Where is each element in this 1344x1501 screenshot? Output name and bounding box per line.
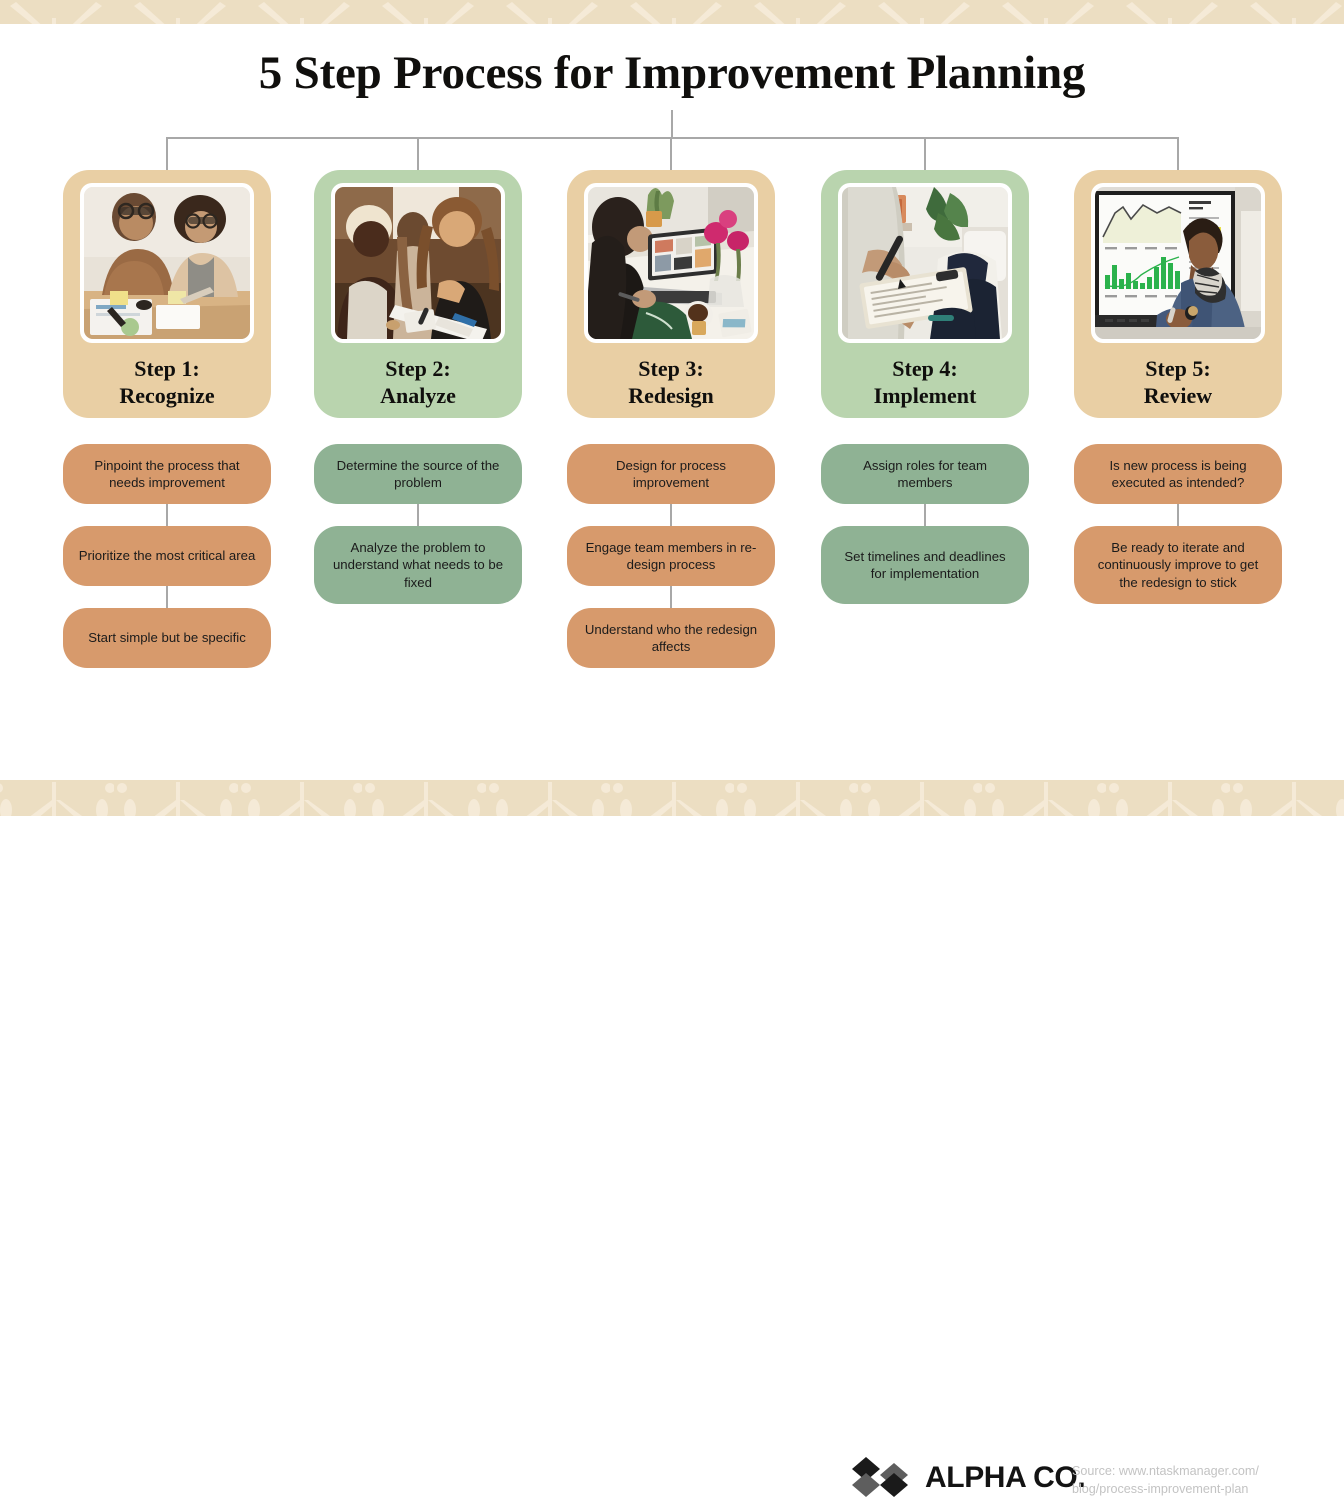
step-column-2: Step 2: Analyze Determine the source of … bbox=[314, 170, 522, 626]
pill-connector-3b bbox=[670, 586, 672, 608]
photo-person-writing-on-clipboard bbox=[842, 187, 1008, 339]
column-drop-line-4 bbox=[924, 137, 926, 172]
step-label-2-line1: Step 2: bbox=[385, 356, 451, 381]
detail-pill-5-2[interactable]: Be ready to iterate and continuously imp… bbox=[1074, 526, 1282, 604]
photo-man-reviewing-dashboard-charts bbox=[1095, 187, 1261, 339]
photo-two-colleagues-reviewing-documents bbox=[84, 187, 250, 339]
step-label-1: Step 1: Recognize bbox=[63, 355, 271, 409]
step-label-2: Step 2: Analyze bbox=[314, 355, 522, 409]
band-leaf-pattern-top bbox=[0, 0, 1344, 24]
step-label-3: Step 3: Redesign bbox=[567, 355, 775, 409]
step-label-4: Step 4: Implement bbox=[821, 355, 1029, 409]
pill-connector-2a bbox=[417, 504, 419, 526]
photo-frame-2 bbox=[331, 183, 505, 343]
detail-pill-4-2[interactable]: Set timelines and deadlines for implemen… bbox=[821, 526, 1029, 604]
step-details-2: Determine the source of the problem Anal… bbox=[314, 444, 522, 604]
step-details-1: Pinpoint the process that needs improvem… bbox=[63, 444, 271, 668]
step-details-4: Assign roles for team members Set timeli… bbox=[821, 444, 1029, 604]
step-card-5[interactable]: Step 5: Review bbox=[1074, 170, 1282, 418]
brand-name: ALPHA CO. bbox=[925, 1461, 1086, 1494]
step-label-1-line1: Step 1: bbox=[134, 356, 200, 381]
step-card-4[interactable]: Step 4: Implement bbox=[821, 170, 1029, 418]
column-drop-line-2 bbox=[417, 137, 419, 172]
step-card-1[interactable]: Step 1: Recognize bbox=[63, 170, 271, 418]
steps-container: Step 1: Recognize Pinpoint the process t… bbox=[0, 170, 1344, 710]
detail-pill-4-1[interactable]: Assign roles for team members bbox=[821, 444, 1029, 504]
column-drop-line-5 bbox=[1177, 137, 1179, 172]
step-label-5-line2: Review bbox=[1143, 383, 1213, 408]
step-column-1: Step 1: Recognize Pinpoint the process t… bbox=[63, 170, 271, 690]
detail-pill-3-1[interactable]: Design for process improvement bbox=[567, 444, 775, 504]
pill-connector-1a bbox=[166, 504, 168, 526]
detail-pill-1-3[interactable]: Start simple but be specific bbox=[63, 608, 271, 668]
page-title: 5 Step Process for Improvement Planning bbox=[258, 47, 1086, 99]
step-details-5: Is new process is being executed as inte… bbox=[1074, 444, 1282, 604]
step-card-2[interactable]: Step 2: Analyze bbox=[314, 170, 522, 418]
step-card-3[interactable]: Step 3: Redesign bbox=[567, 170, 775, 418]
step-column-4: Step 4: Implement Assign roles for team … bbox=[821, 170, 1029, 626]
source-line-1: Source: www.ntaskmanager.com/ bbox=[1072, 1464, 1259, 1478]
band-leaf-pattern-bottom bbox=[0, 780, 1344, 816]
step-label-3-line2: Redesign bbox=[628, 383, 714, 408]
detail-pill-3-2[interactable]: Engage team members in re-design process bbox=[567, 526, 775, 586]
detail-pill-3-3[interactable]: Understand who the redesign affects bbox=[567, 608, 775, 668]
photo-team-discussing-around-table bbox=[335, 187, 501, 339]
step-label-5: Step 5: Review bbox=[1074, 355, 1282, 409]
horizontal-connector-line bbox=[166, 137, 1178, 139]
step-label-4-line1: Step 4: bbox=[892, 356, 958, 381]
title-connector-line bbox=[671, 110, 673, 138]
step-label-4-line2: Implement bbox=[873, 383, 977, 408]
pill-connector-1b bbox=[166, 586, 168, 608]
detail-pill-1-2[interactable]: Prioritize the most critical area bbox=[63, 526, 271, 586]
step-column-5: Step 5: Review Is new process is being e… bbox=[1074, 170, 1282, 626]
detail-pill-2-1[interactable]: Determine the source of the problem bbox=[314, 444, 522, 504]
detail-pill-5-1[interactable]: Is new process is being executed as inte… bbox=[1074, 444, 1282, 504]
detail-pill-2-2[interactable]: Analyze the problem to understand what n… bbox=[314, 526, 522, 604]
step-label-1-line2: Recognize bbox=[119, 383, 215, 408]
pill-connector-3a bbox=[670, 504, 672, 526]
step-column-3: Step 3: Redesign Design for process impr… bbox=[567, 170, 775, 690]
decorative-top-band bbox=[0, 0, 1344, 24]
step-label-3-line1: Step 3: bbox=[638, 356, 704, 381]
photo-frame-3 bbox=[584, 183, 758, 343]
column-drop-line-3 bbox=[670, 137, 672, 172]
alpha-co-diamond-logo bbox=[852, 1457, 908, 1497]
step-label-5-line1: Step 5: bbox=[1145, 356, 1211, 381]
pill-connector-5a bbox=[1177, 504, 1179, 526]
decorative-bottom-band bbox=[0, 780, 1344, 816]
photo-woman-at-laptop-with-flowers bbox=[588, 187, 754, 339]
source-attribution: Source: www.ntaskmanager.com/ blog/proce… bbox=[1072, 1462, 1302, 1498]
column-drop-line-1 bbox=[166, 137, 168, 172]
step-details-3: Design for process improvement Engage te… bbox=[567, 444, 775, 668]
photo-frame-5 bbox=[1091, 183, 1265, 343]
photo-frame-4 bbox=[838, 183, 1012, 343]
pill-connector-4a bbox=[924, 504, 926, 526]
brand-lockup: ALPHA CO. bbox=[849, 1455, 1086, 1501]
photo-frame-1 bbox=[80, 183, 254, 343]
source-line-2: blog/process-improvement-plan bbox=[1072, 1482, 1249, 1496]
step-label-2-line2: Analyze bbox=[380, 383, 456, 408]
detail-pill-1-1[interactable]: Pinpoint the process that needs improvem… bbox=[63, 444, 271, 504]
